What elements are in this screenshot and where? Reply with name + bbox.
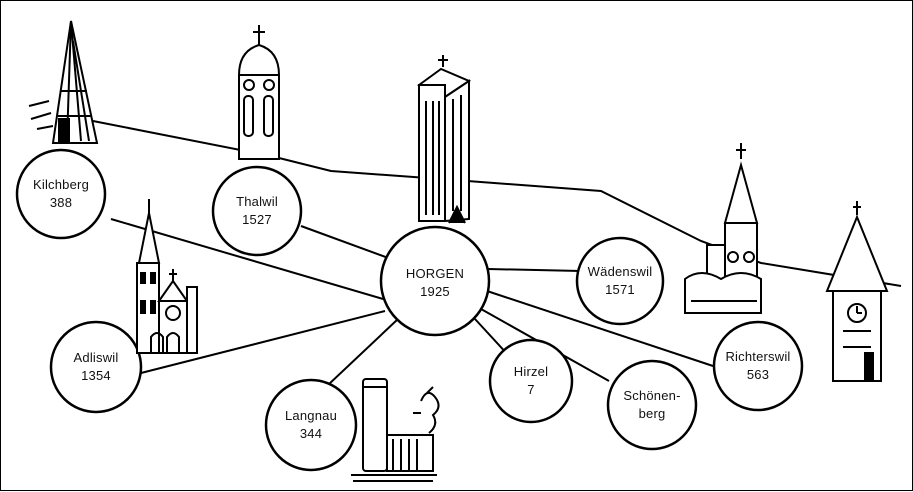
connector-richterswil	[486, 290, 714, 367]
node-thalwil-circle	[211, 165, 303, 257]
node-waedenswil: Wädenswil 1571	[574, 263, 666, 299]
node-horgen-value: 1925	[420, 284, 450, 299]
node-thalwil: Thalwil 1527	[211, 193, 303, 229]
thalwil-tower-icon	[237, 25, 281, 160]
node-horgen: HORGEN 1925	[389, 265, 481, 301]
node-hirzel: Hirzel 7	[485, 363, 577, 399]
node-kilchberg-name: Kilchberg	[33, 177, 89, 192]
node-schoenenberg-circle	[606, 359, 698, 451]
waedenswil-church-icon	[684, 143, 762, 314]
node-waedenswil-name: Wädenswil	[587, 264, 653, 279]
node-richterswil: Richterswil 563	[712, 348, 804, 384]
node-kilchberg-value: 388	[49, 195, 73, 210]
connector-kilchberg	[110, 218, 384, 300]
node-thalwil-name: Thalwil	[236, 194, 278, 209]
connector-adliswil	[140, 310, 386, 374]
richterswil-church-icon	[825, 201, 889, 382]
connector-waedenswil	[487, 268, 582, 272]
horgen-tower-icon	[417, 55, 472, 224]
node-langnau-circle	[264, 378, 358, 472]
node-thalwil-value: 1527	[242, 212, 272, 227]
node-schoenenberg: Schönen- berg	[606, 387, 698, 423]
node-adliswil-value: 1354	[81, 368, 111, 383]
node-hirzel-name: Hirzel	[513, 364, 549, 379]
node-hirzel-value: 7	[527, 382, 535, 397]
langnau-building-icon	[351, 378, 440, 482]
node-kilchberg: Kilchberg 388	[15, 176, 107, 212]
kilchberg-church-icon	[28, 20, 99, 144]
node-langnau-name: Langnau	[284, 408, 337, 423]
node-schoenenberg-name: Schönen-	[623, 388, 681, 403]
adliswil-church-icon	[136, 199, 198, 354]
node-richterswil-value: 563	[746, 367, 770, 382]
node-langnau-value: 344	[299, 426, 323, 441]
node-richterswil-circle	[712, 320, 804, 412]
node-kilchberg-circle	[15, 148, 107, 240]
node-schoenenberg-value: berg	[638, 406, 666, 421]
node-adliswil: Adliswil 1354	[50, 349, 142, 385]
node-adliswil-name: Adliswil	[73, 350, 119, 365]
node-waedenswil-circle	[575, 236, 665, 326]
node-adliswil-circle	[49, 320, 143, 414]
node-horgen-name: HORGEN	[405, 266, 465, 281]
node-langnau: Langnau 344	[265, 407, 357, 443]
connector-langnau	[327, 318, 399, 386]
node-richterswil-name: Richterswil	[725, 349, 791, 364]
node-horgen-circle	[379, 225, 491, 337]
node-hirzel-circle	[488, 338, 574, 424]
node-waedenswil-value: 1571	[605, 282, 635, 297]
connector-thalwil	[300, 225, 392, 260]
